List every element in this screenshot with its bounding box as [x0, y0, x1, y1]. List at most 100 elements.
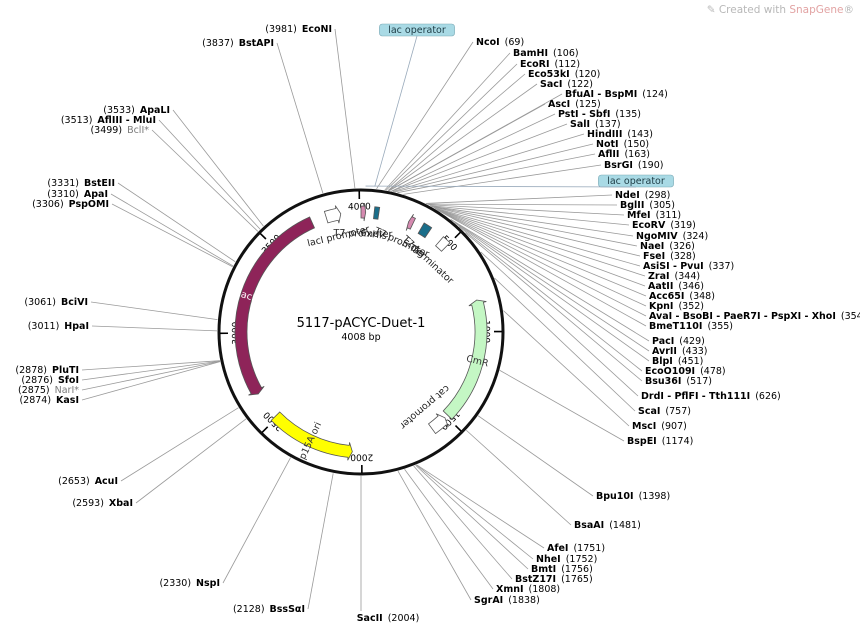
site-leader	[458, 226, 643, 372]
restriction-site: PacI(429)	[652, 336, 705, 347]
restriction-site: (2593)XbaI	[72, 498, 133, 509]
restriction-site: BsaAI(1481)	[574, 520, 641, 531]
site-leader	[450, 219, 650, 342]
restriction-site: NdeI(298)	[615, 190, 670, 201]
backbone	[217, 188, 505, 476]
site-leader	[430, 205, 630, 226]
site-leader	[90, 301, 218, 320]
site-leader	[397, 470, 472, 601]
site-leader	[334, 28, 356, 189]
feature-arrow	[234, 216, 316, 396]
site-leader	[111, 203, 233, 268]
site-leader	[110, 193, 234, 267]
restriction-site: AatII(346)	[648, 281, 704, 292]
feature-p15a-ori: p15A ori	[270, 411, 353, 461]
site-leader	[388, 83, 538, 191]
site-leader	[431, 206, 641, 257]
restriction-site: (2330)NspI	[159, 578, 220, 589]
restriction-site: XmnI(1808)	[496, 584, 560, 595]
restriction-site: SacI(122)	[540, 79, 593, 90]
restriction-site: AsiSI - PvuI(337)	[643, 261, 734, 272]
site-leader	[135, 418, 247, 504]
feature-arrow	[373, 206, 381, 220]
restriction-site: AfeI(1751)	[547, 543, 605, 554]
restriction-site: FseI(328)	[643, 251, 696, 262]
restriction-site: (3513)AflIII - MluI	[61, 115, 156, 126]
restriction-site: AvrII(433)	[652, 346, 708, 357]
restriction-site: (2878)PluTI	[15, 365, 79, 376]
site-leader	[466, 429, 572, 526]
feature-laci: lacI	[234, 216, 316, 396]
tick-mark	[259, 232, 267, 240]
restriction-site: AvaI - BsoBI - PaeR7I - PspXI - XhoI(354…	[649, 311, 860, 322]
tick-mark	[454, 231, 462, 239]
site-leader	[151, 129, 259, 232]
restriction-site: Bsu36I(517)	[645, 376, 712, 387]
restriction-site: (2128)BssSαI	[233, 604, 305, 615]
site-leader	[494, 277, 636, 412]
restriction-site: NotI(150)	[596, 139, 649, 150]
site-leader	[435, 208, 647, 297]
site-leader	[120, 407, 239, 482]
restriction-site: NaeI(326)	[640, 241, 695, 252]
site-leader	[430, 205, 634, 237]
site-leader	[387, 73, 526, 191]
tick-label: 4000	[348, 202, 371, 212]
site-leader	[416, 464, 545, 549]
restriction-site: BamHI(106)	[513, 48, 579, 59]
restriction-site: AflII(163)	[598, 149, 650, 160]
restriction-site: BglII(305)	[620, 200, 675, 211]
site-leader	[436, 209, 647, 317]
site-leader	[451, 219, 650, 352]
restriction-site: MfeI(311)	[627, 210, 681, 221]
feature-arrow	[442, 299, 488, 420]
site-leader	[436, 209, 647, 307]
plasmid-size: 4008 bp	[341, 332, 380, 343]
restriction-site: (2874)KasI	[19, 395, 79, 406]
snapgene-pen-icon: ✎	[706, 4, 716, 16]
site-leader	[388, 103, 546, 192]
site-leader	[435, 208, 646, 287]
map-center: 5117-pACYC-Duet-1 4008 bp	[297, 316, 426, 343]
site-leader	[384, 52, 511, 191]
restriction-site: ZraI(344)	[648, 271, 700, 282]
restriction-site: (3331)BstEII	[47, 178, 115, 189]
restriction-site: AscI(125)	[548, 99, 601, 110]
site-leader	[172, 109, 264, 227]
operator-leader	[365, 185, 637, 188]
site-leader	[222, 457, 291, 584]
feature-label: lacI	[237, 288, 256, 303]
restriction-site: (3533)ApaLI	[103, 105, 170, 116]
tick-mark	[261, 426, 269, 434]
feature-arrow	[405, 213, 416, 231]
site-leader	[158, 119, 261, 230]
restriction-site: BstZ17I(1765)	[515, 574, 593, 585]
restriction-site: PstI - SbfI(135)	[558, 109, 641, 120]
site-leader	[480, 251, 639, 397]
operator-label: lac operator	[388, 25, 446, 36]
feature-arrow	[360, 202, 367, 222]
restriction-site: BsrGI(190)	[604, 160, 663, 171]
site-leader	[81, 360, 221, 381]
site-leader	[117, 182, 236, 263]
operator-leader	[374, 35, 418, 187]
site-leader	[307, 473, 334, 610]
site-leader	[385, 63, 518, 191]
restriction-site: (3981)EcoNI	[265, 24, 332, 35]
restriction-site: EcoO109I(478)	[645, 366, 726, 377]
restriction-site: MscI(907)	[632, 421, 687, 432]
watermark-suffix: ®	[843, 4, 855, 16]
restriction-site: NcoI(69)	[476, 37, 524, 48]
restriction-site: (3011)HpaI	[28, 321, 89, 332]
feature-t7-promoter: T7 promoter	[332, 202, 393, 240]
site-leader	[428, 204, 625, 216]
restriction-site: Eco53kI(120)	[528, 69, 600, 80]
site-leader	[477, 415, 594, 497]
restriction-site: ScaI(757)	[638, 406, 691, 417]
restriction-site: EcoRV(319)	[632, 220, 696, 231]
restriction-site-labels: NcoI(69)BamHI(106)EcoRI(112)Eco53kI(120)…	[15, 24, 860, 624]
watermark-brand: SnapGene	[789, 4, 844, 16]
feature-arrow	[270, 411, 353, 461]
restriction-site: (3061)BciVI	[24, 297, 88, 308]
restriction-site: BfuAI - BspMI(124)	[565, 89, 668, 100]
